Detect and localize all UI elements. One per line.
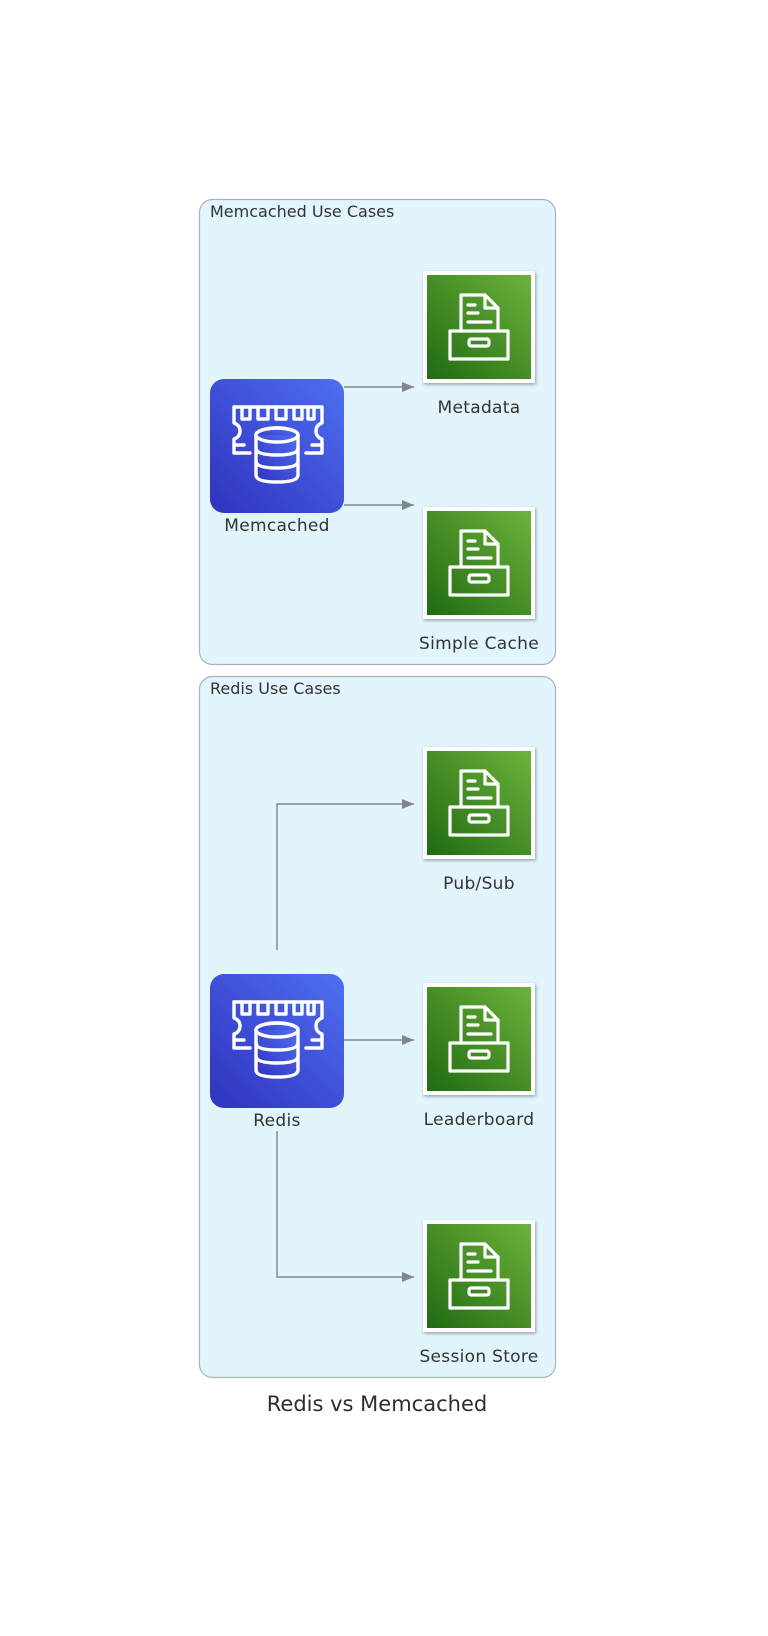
edges	[276, 382, 414, 1282]
document-archive-icon	[423, 271, 535, 383]
document-archive-icon	[423, 1220, 535, 1332]
document-archive-icon	[423, 507, 535, 619]
node-label-session-store: Session Store	[419, 1347, 538, 1367]
node-label-redis: Redis	[253, 1111, 300, 1131]
node-simple-cache[interactable]: Simple Cache	[419, 507, 539, 654]
node-label-metadata: Metadata	[438, 398, 521, 418]
diagram-title: Redis vs Memcached	[267, 1392, 487, 1416]
document-archive-icon	[423, 747, 535, 859]
elasticache-memory-icon	[210, 974, 344, 1108]
node-label-leaderboard: Leaderboard	[424, 1110, 535, 1130]
cluster-label-memcached: Memcached Use Cases	[210, 202, 394, 221]
node-memcached[interactable]: Memcached	[210, 379, 344, 536]
node-label-simple-cache: Simple Cache	[419, 634, 539, 654]
node-label-pubsub: Pub/Sub	[443, 874, 515, 894]
edge-redis-session-store	[276, 1131, 414, 1282]
node-redis[interactable]: Redis	[210, 974, 344, 1131]
document-archive-icon	[423, 983, 535, 1095]
elasticache-memory-icon	[210, 379, 344, 513]
node-pubsub[interactable]: Pub/Sub	[423, 747, 535, 894]
cluster-label-redis: Redis Use Cases	[210, 679, 341, 698]
edge-redis-pubsub	[276, 799, 414, 950]
node-label-memcached: Memcached	[224, 516, 330, 536]
node-leaderboard[interactable]: Leaderboard	[423, 983, 535, 1130]
node-session-store[interactable]: Session Store	[419, 1220, 538, 1367]
node-metadata[interactable]: Metadata	[423, 271, 535, 418]
